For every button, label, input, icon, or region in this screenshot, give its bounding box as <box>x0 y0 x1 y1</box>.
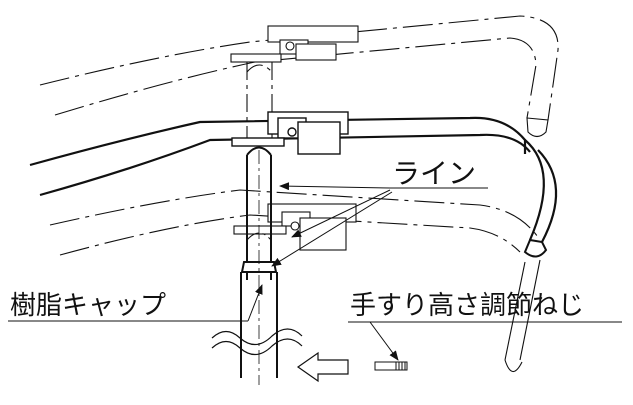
lower-dashed-arm <box>504 259 541 373</box>
post-break-lines <box>211 328 303 356</box>
upper-dashed-tip <box>526 117 549 138</box>
lower-dashed-post <box>246 232 272 241</box>
label-line: ライン <box>392 157 476 190</box>
outer-post <box>240 272 278 378</box>
main-bracket <box>231 111 349 155</box>
main-post <box>246 146 272 280</box>
label-resin-cap: 樹脂キャップ <box>10 291 166 321</box>
leader-lines <box>8 182 622 361</box>
adjustment-screw <box>374 361 408 371</box>
lower-dashed-handrail <box>49 189 541 256</box>
upper-dashed-handrail <box>39 15 559 121</box>
label-height-screw: 手すり高さ調節ねじ <box>350 291 584 321</box>
lower-bracket <box>233 203 357 251</box>
main-handrail-tip <box>523 238 548 258</box>
insert-arrow <box>296 351 349 383</box>
upper-bracket <box>230 25 359 63</box>
main-handrail <box>29 116 558 243</box>
